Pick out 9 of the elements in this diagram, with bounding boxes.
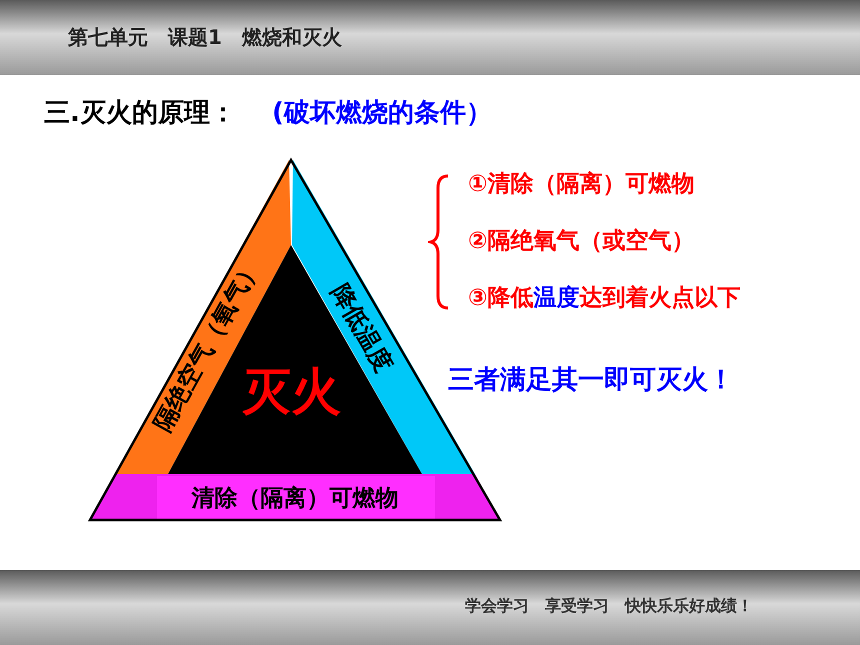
header-text: 第七单元 课题1 燃烧和灭火 [68,24,342,51]
condition-text: ①清除（隔离）可燃物 [468,170,694,199]
condition-text: ③降低温度达到着火点以下 [468,284,740,313]
slide-title: 三.灭火的原理： [44,97,236,130]
footer-text: 学会学习 享受学习 快快乐乐好成绩！ [465,596,753,617]
subtitle-text: (破坏燃烧的条件） [272,97,492,130]
condition-text: ②隔绝氧气（或空气） [468,227,694,256]
conclusion-text: 三者满足其一即可灭火！ [448,364,734,397]
band-label: 清除（隔离）可燃物 [192,484,398,514]
